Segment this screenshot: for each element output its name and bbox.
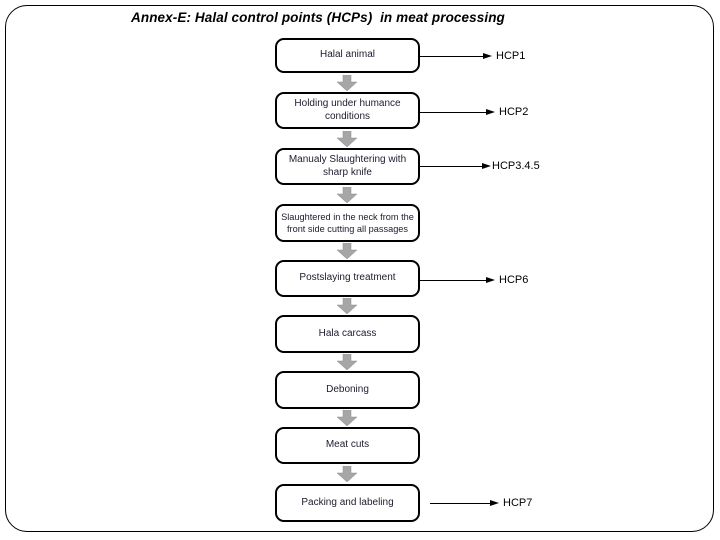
flow-step-holding-conditions: Holding under humance conditions: [275, 92, 420, 129]
down-arrow-icon: [336, 353, 358, 371]
hcp1-connector: HCP1: [420, 48, 525, 64]
right-arrowhead-icon: [486, 277, 495, 283]
arrow-line: [420, 279, 486, 281]
flow-step-deboning: Deboning: [275, 371, 420, 409]
right-arrowhead-icon: [482, 163, 491, 169]
hcp-label: HCP1: [496, 50, 526, 62]
hcp-label: HCP7: [503, 497, 533, 509]
right-arrowhead-icon: [486, 109, 495, 115]
flow-step-halal-animal: Halal animal: [275, 38, 420, 73]
flow-step-neck-cutting: Slaughtered in the neck from the front s…: [275, 204, 420, 242]
hcp345-connector: HCP3.4.5: [420, 158, 540, 174]
flow-step-postslaying-treatment: Postslaying treatment: [275, 260, 420, 297]
hcp-label: HCP3.4.5: [492, 160, 540, 172]
right-arrowhead-icon: [483, 53, 492, 59]
flow-step-halal-carcass: Hala carcass: [275, 315, 420, 353]
hcp6-connector: HCP6: [420, 272, 528, 288]
right-arrowhead-icon: [490, 500, 499, 506]
hcp-label: HCP6: [499, 274, 529, 286]
hcp-label: HCP2: [499, 106, 529, 118]
down-arrow-icon: [336, 130, 358, 148]
down-arrow-icon: [336, 186, 358, 204]
flow-step-manual-slaughtering: Manualy Slaughtering with sharp knife: [275, 148, 420, 185]
arrow-line: [420, 111, 486, 113]
arrow-line: [430, 502, 490, 504]
hcp2-connector: HCP2: [420, 104, 528, 120]
slide-border: [5, 5, 714, 532]
down-arrow-icon: [336, 465, 358, 483]
down-arrow-icon: [336, 409, 358, 427]
arrow-line: [420, 55, 483, 57]
down-arrow-icon: [336, 297, 358, 315]
flow-step-packing-labeling: Packing and labeling: [275, 484, 420, 522]
hcp7-connector: HCP7: [430, 495, 532, 511]
down-arrow-icon: [336, 242, 358, 260]
arrow-line: [420, 165, 482, 167]
flow-step-meat-cuts: Meat cuts: [275, 427, 420, 464]
page-title: Annex-E: Halal control points (HCPs) in …: [131, 10, 505, 25]
down-arrow-icon: [336, 74, 358, 92]
